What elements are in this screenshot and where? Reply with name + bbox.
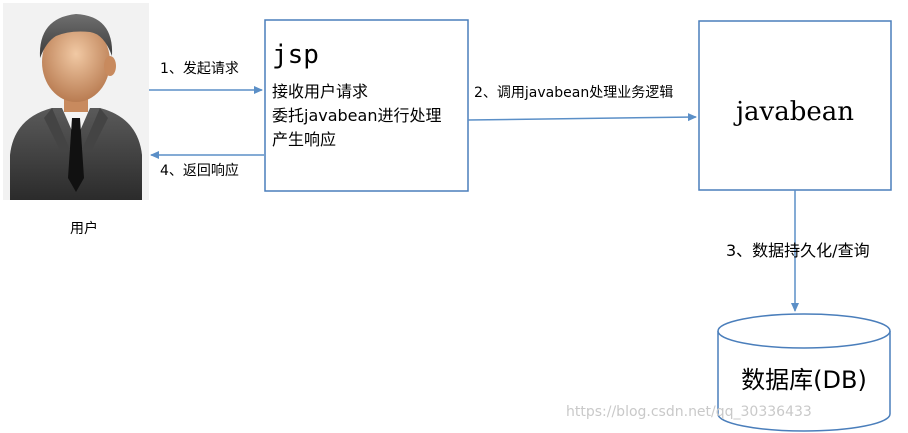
jsp-line-receive: 接收用户请求 — [272, 82, 369, 101]
database-label: 数据库(DB) — [741, 366, 867, 394]
user-avatar-icon — [3, 3, 149, 200]
step4-label: 4、返回响应 — [160, 163, 239, 179]
jsp-line-respond: 产生响应 — [272, 130, 337, 149]
database-cylinder — [717, 313, 891, 432]
step1-label: 1、发起请求 — [160, 61, 239, 77]
jsp-box — [264, 19, 469, 192]
watermark-url: https://blog.csdn.net/qq_30336433 — [566, 404, 812, 420]
arrow-invoke-javabean — [467, 113, 697, 122]
user-label: 用户 — [70, 221, 98, 237]
jsp-title: jsp — [272, 40, 319, 70]
javabean-title: javabean — [735, 97, 855, 127]
javabean-box — [698, 20, 892, 191]
step2-label: 2、调用javabean处理业务逻辑 — [474, 85, 674, 101]
step3-label: 3、数据持久化/查询 — [726, 241, 870, 260]
jsp-line-delegate: 委托javabean进行处理 — [272, 106, 442, 125]
jsp-description: 接收用户请求 委托javabean进行处理 产生响应 — [272, 80, 462, 152]
